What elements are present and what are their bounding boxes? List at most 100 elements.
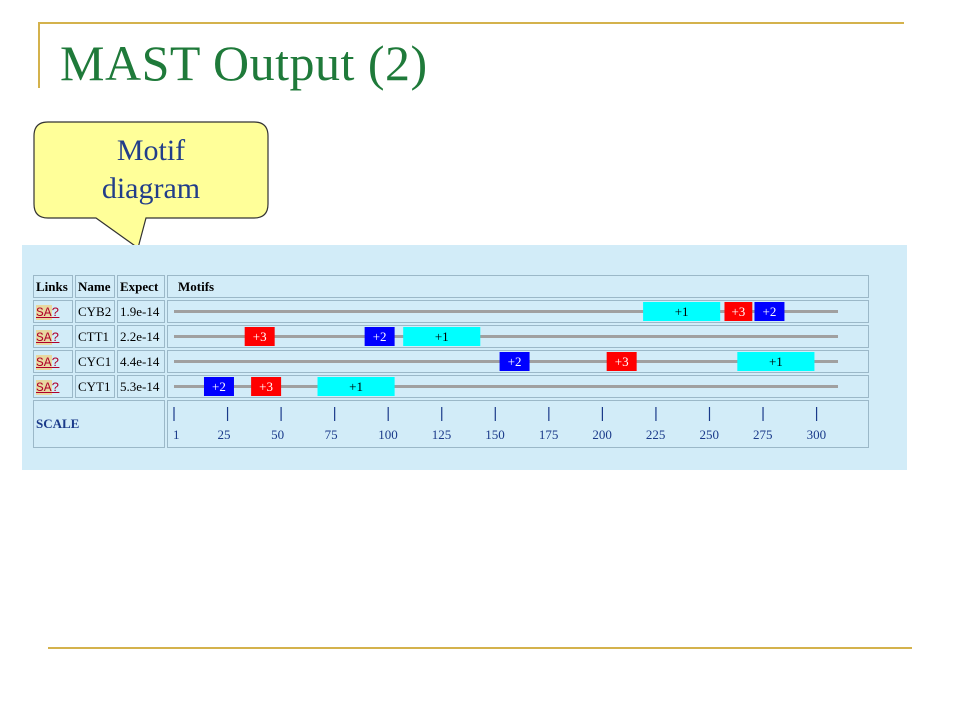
scale-tick-label: 50 [271, 427, 284, 442]
help-link[interactable]: ? [51, 354, 60, 370]
slide-title: MAST Output (2) [60, 35, 428, 91]
sequence-name: CTT1 [75, 325, 115, 348]
sequence-line [174, 310, 838, 313]
sequence-name: CYB2 [75, 300, 115, 323]
motif-block[interactable]: +3 [244, 327, 275, 346]
row-links: SA? [33, 325, 73, 348]
motif-track: +3 +2 +1 [174, 327, 838, 346]
motif-block[interactable]: +1 [403, 327, 481, 346]
motif-label: +3 [731, 304, 745, 319]
sequence-line [174, 385, 838, 388]
motif-block[interactable]: +3 [251, 377, 282, 396]
motif-label: +1 [435, 329, 449, 344]
motif-box [724, 302, 753, 321]
motif-diagram: +2 +3 +1 [167, 375, 869, 398]
motif-track: +1 +3 +2 [174, 302, 838, 321]
motif-block[interactable]: +2 [754, 302, 785, 321]
scale-tick-label: 75 [325, 427, 338, 442]
motif-diagram: +3 +2 +1 [167, 325, 869, 348]
motif-label: +1 [349, 379, 363, 394]
motif-block[interactable]: +3 [606, 352, 637, 371]
scale-tick-label: 175 [539, 427, 559, 442]
scale-tick-label: 125 [432, 427, 452, 442]
sa-link[interactable]: SA [36, 329, 52, 345]
motif-label: +2 [508, 354, 522, 369]
help-link[interactable]: ? [51, 304, 60, 320]
motif-block[interactable]: +2 [364, 327, 395, 346]
motif-box [203, 377, 234, 396]
slide-frame-left [38, 22, 40, 88]
motif-label: +1 [769, 354, 783, 369]
header-motifs-label: Motifs [178, 278, 215, 294]
sa-link[interactable]: SA [36, 354, 52, 370]
expect-value: 2.2e-14 [117, 325, 165, 348]
callout-line-2: diagram [101, 172, 201, 205]
expect-value: 4.4e-14 [117, 350, 165, 373]
sa-link[interactable]: SA [36, 379, 52, 395]
scale-label: SCALE [36, 416, 80, 431]
header-row: Links Name Expect Motifs [33, 275, 869, 298]
expect-value: 1.9e-14 [117, 300, 165, 323]
motif-block[interactable]: +2 [499, 352, 530, 371]
motif-box [606, 352, 637, 371]
sequence-line [174, 335, 838, 338]
motif-block[interactable]: +1 [737, 352, 815, 371]
motif-box [317, 377, 395, 396]
motif-track: +2 +3 +1 [174, 377, 838, 396]
header-motifs: Motifs [167, 275, 869, 298]
motif-label: +3 [253, 329, 267, 344]
scale-tick-label: 275 [753, 427, 773, 442]
motif-track: +2 +3 +1 [174, 352, 838, 371]
scale-tick-label: 225 [646, 427, 666, 442]
motif-box [251, 377, 282, 396]
sequence-name: CYC1 [75, 350, 115, 373]
expect-value: 5.3e-14 [117, 375, 165, 398]
motif-label: +3 [615, 354, 629, 369]
slide-frame-top [38, 22, 904, 24]
scale-tick-label: 250 [699, 427, 719, 442]
row-links: SA? [33, 350, 73, 373]
scale-tick-label: 1 [173, 427, 180, 442]
scale-tick-label: 25 [218, 427, 231, 442]
sequence-name: CYT1 [75, 375, 115, 398]
motif-box [499, 352, 530, 371]
header-expect: Expect [117, 275, 165, 298]
row-links: SA? [33, 375, 73, 398]
scale-tick-label: 300 [807, 427, 827, 442]
slide-frame-bottom [48, 647, 912, 649]
scale-tick-label: 200 [592, 427, 612, 442]
header-name: Name [75, 275, 115, 298]
scale-tick-label: 150 [485, 427, 505, 442]
motif-label: +1 [675, 304, 689, 319]
callout-text: Motif diagram [36, 132, 266, 208]
help-link[interactable]: ? [51, 379, 60, 395]
motif-box [754, 302, 785, 321]
scale-label-cell: SCALE [33, 400, 165, 448]
motif-block[interactable]: +2 [203, 377, 234, 396]
motif-box [643, 302, 721, 321]
motif-label: +2 [212, 379, 226, 394]
motif-label: +2 [763, 304, 777, 319]
scale-tick-label: 100 [378, 427, 398, 442]
motif-diagram: +1 +3 +2 [167, 300, 869, 323]
sa-link[interactable]: SA [36, 304, 52, 320]
header-links: Links [33, 275, 73, 298]
motif-box [364, 327, 395, 346]
callout-line-1: Motif [116, 134, 186, 167]
row-links: SA? [33, 300, 73, 323]
motif-block[interactable]: +1 [317, 377, 395, 396]
motif-block[interactable]: +1 [643, 302, 721, 321]
motif-box [403, 327, 481, 346]
motif-block[interactable]: +3 [724, 302, 753, 321]
help-link[interactable]: ? [51, 329, 60, 345]
motif-label: +2 [373, 329, 387, 344]
